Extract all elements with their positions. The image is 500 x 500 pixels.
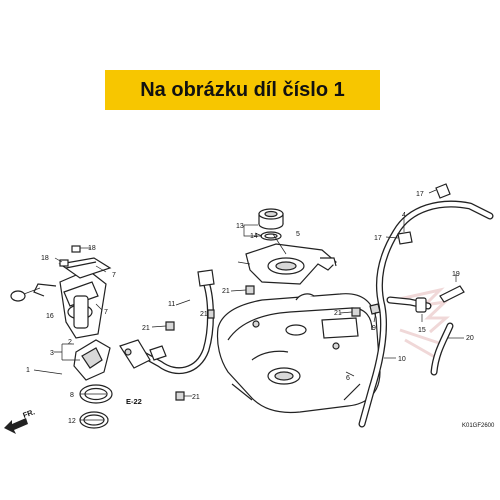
- callout-5: 5: [296, 231, 300, 238]
- callout-13: 13: [236, 223, 244, 230]
- callout-21: 21: [222, 288, 230, 295]
- callout-21: 21: [334, 310, 342, 317]
- pump-seal-plate: [73, 339, 111, 381]
- callout-1: 1: [26, 367, 30, 374]
- callout-7: 7: [112, 272, 116, 279]
- callout-21: 21: [200, 311, 208, 318]
- front-arrow-icon: [4, 418, 28, 434]
- fuel-cap: [258, 208, 284, 230]
- callout-6: 6: [346, 375, 350, 382]
- callout-4: 4: [402, 212, 406, 219]
- callout-2: 2: [68, 339, 72, 346]
- cap-gasket: [260, 231, 282, 241]
- fuel-feed-hose: [119, 269, 215, 375]
- callout-15: 15: [418, 327, 426, 334]
- reference-label: E-22: [126, 397, 142, 406]
- callout-21: 21: [192, 394, 200, 401]
- callout-20: 20: [466, 335, 474, 342]
- banner-text: Na obrázku díl číslo 1: [140, 78, 345, 101]
- callout-17: 17: [416, 191, 424, 198]
- pump-clip: [59, 245, 81, 267]
- callout-14: 14: [250, 233, 258, 240]
- fuel-tank: [216, 293, 381, 414]
- callout-17: 17: [374, 235, 382, 242]
- front-label: FR.: [22, 407, 36, 420]
- callout-18: 18: [41, 255, 49, 262]
- callout-9: 9: [372, 325, 376, 332]
- callout-21: 21: [142, 325, 150, 332]
- breather-hose: [358, 200, 494, 428]
- hose-joint: [415, 297, 427, 313]
- callout-11: 11: [168, 301, 175, 308]
- pump-bracket: [58, 257, 112, 279]
- hose-clip-upper: [435, 183, 451, 199]
- callout-19: 19: [452, 271, 460, 278]
- part-number-banner: Na obrázku díl číslo 1: [105, 70, 380, 110]
- callout-18: 18: [88, 245, 96, 252]
- hose-clip-lower: [397, 231, 413, 245]
- callout-7: 7: [104, 309, 108, 316]
- callout-3: 3: [50, 350, 54, 357]
- diagram-code: K01GF2600: [462, 423, 495, 429]
- filler-base: [245, 243, 337, 285]
- callout-10: 10: [398, 356, 406, 363]
- fuel-pump-module: [10, 269, 107, 339]
- callout-12: 12: [68, 418, 76, 425]
- bolt: [165, 285, 381, 401]
- leader-lines: [33, 189, 464, 421]
- callout-8: 8: [70, 392, 74, 399]
- vent-tube: [439, 285, 465, 303]
- callout-16: 16: [46, 313, 54, 320]
